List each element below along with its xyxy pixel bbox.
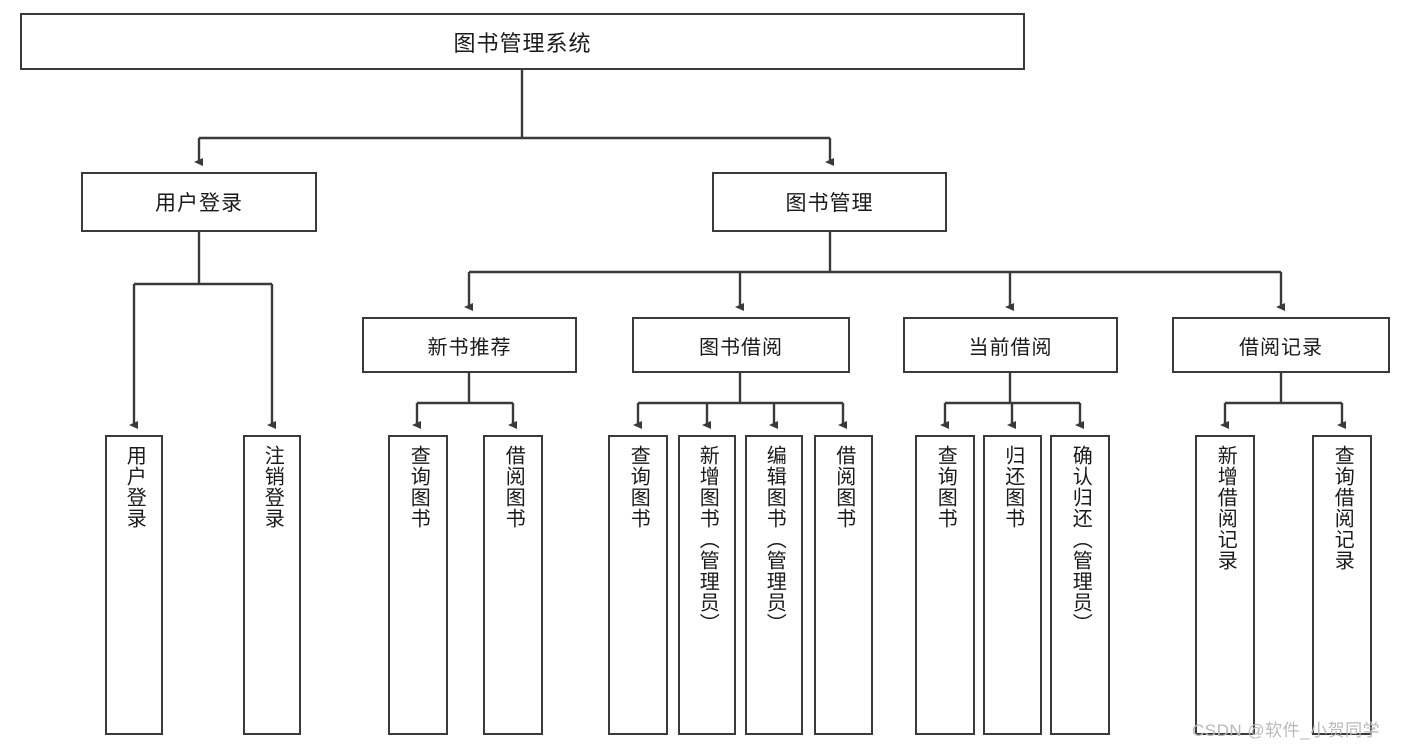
leaf-label: 注销登录 (261, 445, 284, 529)
leaf-node[interactable]: 新增借阅记录 (1195, 435, 1255, 735)
leaf-node[interactable]: 查询借阅记录 (1312, 435, 1372, 735)
leaf-node[interactable]: 确认归还（管理员） (1050, 435, 1110, 735)
leaf-label: 查询图书 (627, 445, 650, 529)
leaf-label: 新增图书（管理员） (696, 445, 719, 634)
leaf-label: 新增借阅记录 (1214, 445, 1237, 571)
node-book-management[interactable]: 图书管理 (712, 172, 947, 232)
node-book-borrow-label: 图书借阅 (699, 336, 783, 359)
leaf-node[interactable]: 查询图书 (608, 435, 668, 735)
node-root-label: 图书管理系统 (453, 30, 592, 56)
node-new-book-recommend[interactable]: 新书推荐 (362, 317, 577, 373)
leaf-node[interactable]: 新增图书（管理员） (678, 435, 736, 735)
leaf-node[interactable]: 注销登录 (243, 435, 301, 735)
leaf-label: 查询图书 (407, 445, 430, 529)
leaf-node[interactable]: 查询图书 (915, 435, 975, 735)
leaf-node[interactable]: 编辑图书（管理员） (745, 435, 803, 735)
node-borrow-record-label: 借阅记录 (1239, 336, 1323, 359)
leaf-label: 查询借阅记录 (1331, 445, 1354, 571)
node-book-borrow[interactable]: 图书借阅 (632, 317, 850, 373)
node-borrow-record[interactable]: 借阅记录 (1172, 317, 1390, 373)
leaf-label: 用户登录 (123, 445, 146, 529)
leaf-node[interactable]: 借阅图书 (814, 435, 873, 735)
leaf-node[interactable]: 归还图书 (983, 435, 1042, 735)
node-current-borrow[interactable]: 当前借阅 (903, 317, 1118, 373)
leaf-label: 编辑图书（管理员） (763, 445, 786, 634)
node-current-borrow-label: 当前借阅 (968, 336, 1053, 359)
node-user-login[interactable]: 用户登录 (81, 172, 317, 232)
leaf-label: 查询图书 (934, 445, 957, 529)
leaf-label: 确认归还（管理员） (1069, 445, 1092, 634)
node-book-management-label: 图书管理 (785, 192, 874, 215)
leaf-label: 归还图书 (1001, 445, 1024, 529)
node-new-book-recommend-label: 新书推荐 (427, 336, 512, 359)
leaf-node[interactable]: 用户登录 (105, 435, 163, 735)
leaf-node[interactable]: 查询图书 (388, 435, 448, 735)
leaf-label: 借阅图书 (832, 445, 855, 529)
csdn-watermark: CSDN @软件_小贺同学 (1192, 721, 1381, 740)
node-root[interactable]: 图书管理系统 (20, 13, 1025, 70)
leaf-label: 借阅图书 (502, 445, 525, 529)
node-user-login-label: 用户登录 (155, 192, 243, 215)
leaf-node[interactable]: 借阅图书 (483, 435, 543, 735)
